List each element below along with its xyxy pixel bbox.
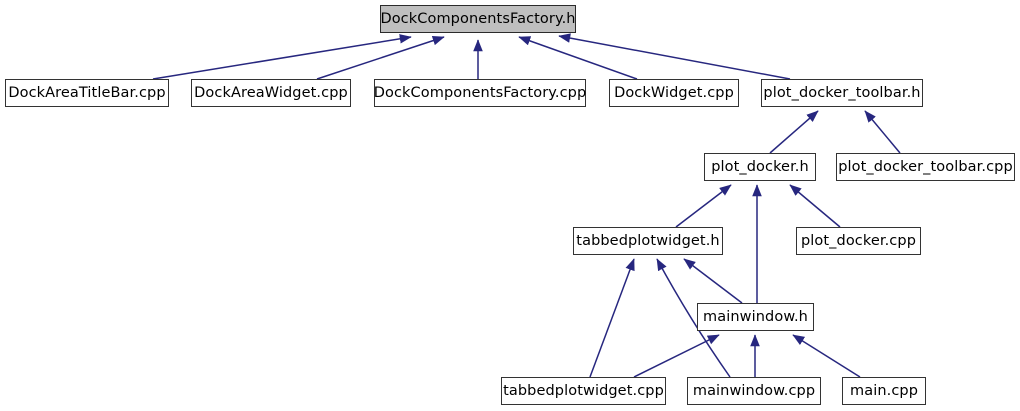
graph-node-label: plot_docker.h bbox=[711, 158, 809, 175]
graph-edge bbox=[589, 258, 635, 378]
graph-node-label: plot_docker.cpp bbox=[800, 232, 916, 249]
graph-node-label: mainwindow.cpp bbox=[692, 382, 816, 399]
graph-node-main-cpp[interactable]: main.cpp bbox=[842, 377, 926, 405]
graph-node-label: tabbedplotwidget.h bbox=[576, 232, 720, 249]
graph-node-dock-widget-cpp[interactable]: DockWidget.cpp bbox=[609, 79, 739, 107]
graph-node-dock-components-factory-h[interactable]: DockComponentsFactory.h bbox=[380, 5, 576, 33]
graph-node-label: plot_docker_toolbar.cpp bbox=[838, 158, 1013, 175]
graph-edge bbox=[558, 33, 791, 80]
graph-edge bbox=[316, 35, 445, 80]
graph-node-plot-docker-toolbar-cpp[interactable]: plot_docker_toolbar.cpp bbox=[836, 153, 1015, 181]
graph-node-label: DockAreaTitleBar.cpp bbox=[8, 84, 166, 101]
graph-node-dock-components-factory-cpp[interactable]: DockComponentsFactory.cpp bbox=[374, 79, 586, 107]
graph-edge bbox=[864, 110, 901, 154]
graph-node-plot-docker-h[interactable]: plot_docker.h bbox=[704, 153, 816, 181]
graph-edge bbox=[789, 184, 841, 228]
graph-edge bbox=[518, 36, 638, 80]
graph-node-mainwindow-h[interactable]: mainwindow.h bbox=[697, 303, 814, 331]
graph-node-label: DockComponentsFactory.h bbox=[380, 10, 576, 27]
graph-node-label: tabbedplotwidget.cpp bbox=[503, 382, 664, 399]
graph-edge bbox=[152, 34, 412, 80]
graph-node-dock-area-widget-cpp[interactable]: DockAreaWidget.cpp bbox=[191, 79, 351, 107]
graph-node-label: plot_docker_toolbar.h bbox=[763, 84, 921, 101]
graph-node-tabbedplotwidget-cpp[interactable]: tabbedplotwidget.cpp bbox=[501, 377, 666, 405]
graph-node-label: main.cpp bbox=[849, 382, 919, 399]
graph-edge bbox=[675, 184, 732, 228]
graph-edge bbox=[633, 334, 720, 378]
graph-node-label: DockWidget.cpp bbox=[614, 84, 734, 101]
graph-node-label: DockAreaWidget.cpp bbox=[194, 84, 348, 101]
graph-edge bbox=[769, 110, 819, 154]
graph-node-tabbedplotwidget-h[interactable]: tabbedplotwidget.h bbox=[573, 227, 723, 255]
graph-node-plot-docker-cpp[interactable]: plot_docker.cpp bbox=[796, 227, 921, 255]
graph-node-label: mainwindow.h bbox=[703, 308, 808, 325]
graph-edge bbox=[792, 334, 861, 378]
graph-node-dock-area-title-bar-cpp[interactable]: DockAreaTitleBar.cpp bbox=[5, 79, 169, 107]
graph-edge bbox=[683, 258, 743, 304]
graph-node-plot-docker-toolbar-h[interactable]: plot_docker_toolbar.h bbox=[761, 79, 923, 107]
graph-node-mainwindow-cpp[interactable]: mainwindow.cpp bbox=[687, 377, 821, 405]
graph-node-label: DockComponentsFactory.cpp bbox=[373, 84, 587, 101]
